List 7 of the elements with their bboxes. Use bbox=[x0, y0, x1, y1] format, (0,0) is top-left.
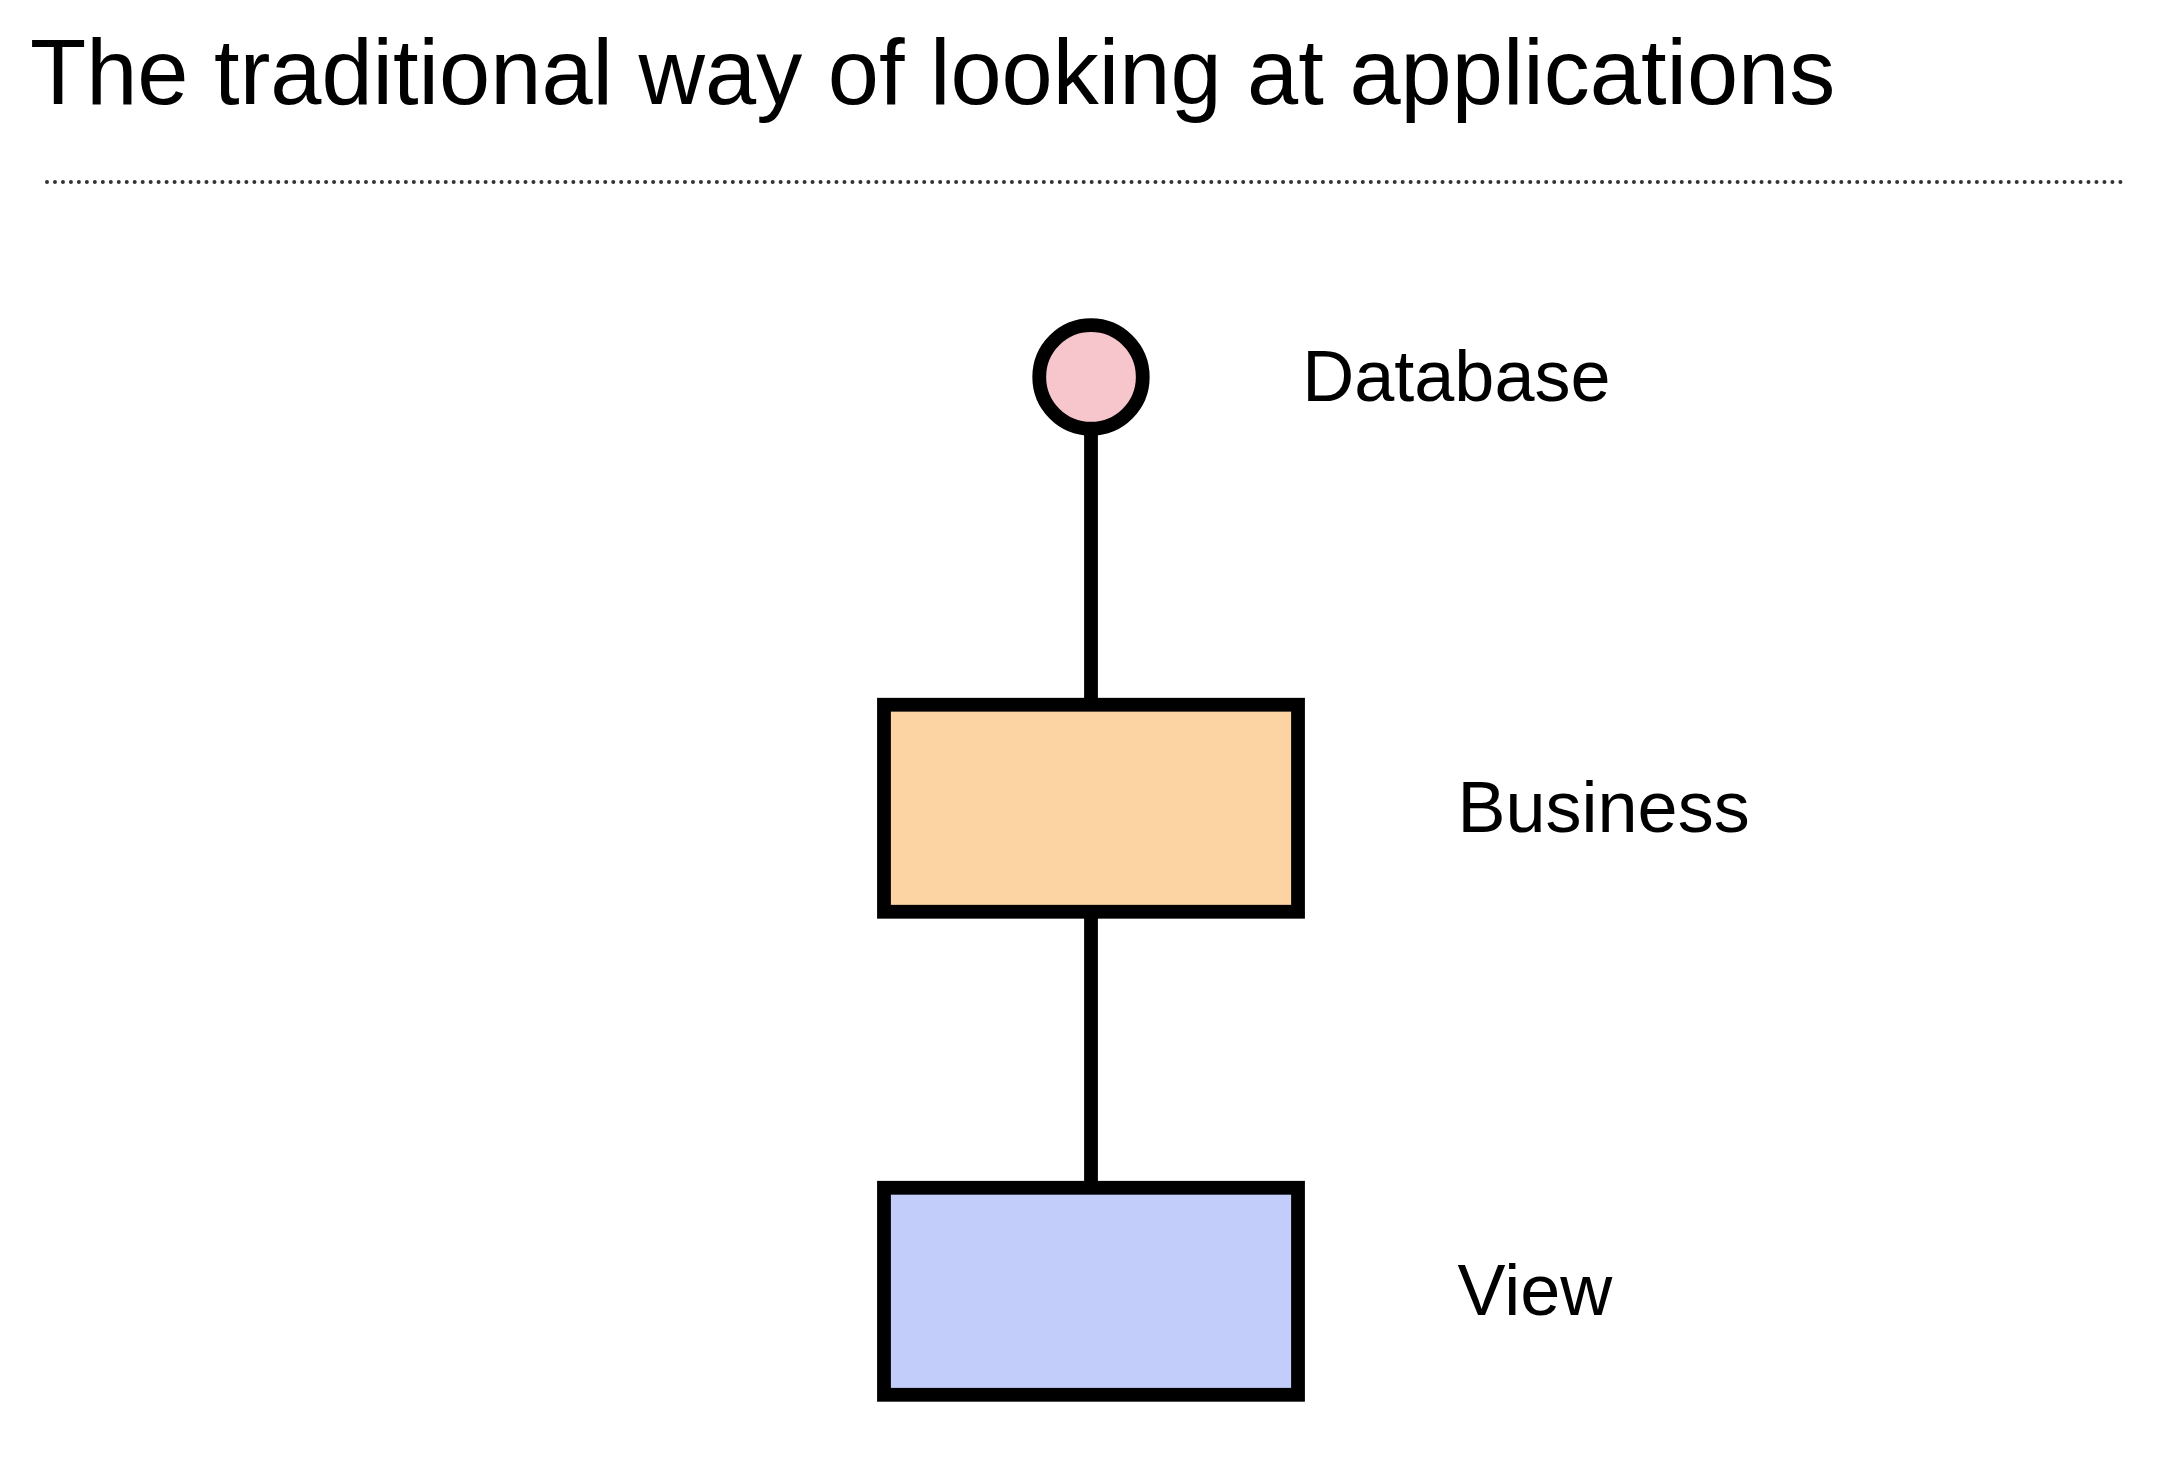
node-circle bbox=[1031, 318, 1150, 436]
node-box bbox=[876, 1180, 1305, 1402]
layer-label: Business bbox=[1457, 766, 1750, 849]
node-box bbox=[876, 697, 1305, 919]
layer-label: Database bbox=[1302, 334, 1611, 417]
layer-label: View bbox=[1457, 1249, 1613, 1332]
title: The traditional way of looking at applications bbox=[30, 20, 1836, 125]
